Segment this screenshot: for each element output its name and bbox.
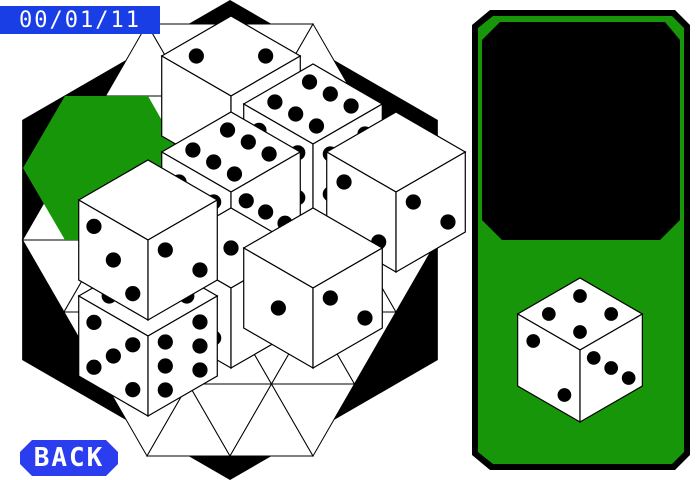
pip (557, 388, 572, 402)
board-cell[interactable] (270, 383, 356, 458)
pip (157, 358, 173, 374)
pip (308, 118, 325, 134)
next-piece-tile[interactable] (516, 277, 644, 424)
pip (604, 307, 619, 321)
pip (206, 154, 222, 170)
back-button[interactable]: BACK (20, 440, 118, 476)
pip (86, 218, 102, 234)
pip (322, 290, 338, 306)
pip (604, 361, 619, 375)
pip (586, 351, 601, 365)
pip (86, 314, 102, 330)
pip (192, 314, 208, 330)
pip (157, 334, 173, 350)
pip (322, 86, 338, 102)
pip (270, 300, 286, 316)
pip (261, 146, 277, 162)
pip (223, 240, 239, 256)
pip (343, 98, 359, 114)
tile-right[interactable] (325, 111, 467, 274)
pip (288, 106, 304, 122)
board-tiles (77, 15, 467, 418)
pip (192, 338, 208, 354)
timer-display: 00/01/11 (0, 6, 160, 34)
pip (192, 262, 208, 278)
pip (240, 134, 256, 150)
tile-left[interactable] (77, 159, 219, 322)
pip (301, 74, 318, 90)
preview-window (482, 22, 680, 240)
pip (125, 337, 141, 353)
pip (573, 289, 587, 303)
pip (440, 214, 456, 230)
pip (125, 382, 141, 398)
pip (185, 142, 201, 158)
pip (219, 122, 236, 138)
pip (226, 166, 243, 182)
pip (238, 193, 254, 209)
pip (541, 307, 556, 321)
pip (157, 382, 173, 398)
pip (526, 334, 541, 348)
pip (125, 286, 141, 302)
pip (336, 174, 352, 190)
pip (405, 194, 421, 210)
pip (105, 348, 121, 364)
pip (192, 362, 208, 378)
pip (621, 371, 636, 385)
pip (157, 242, 173, 258)
pip (267, 94, 283, 110)
pip (258, 48, 274, 64)
pip (105, 252, 121, 268)
pip (258, 204, 274, 220)
next-piece-cube[interactable] (516, 277, 644, 424)
pip (86, 359, 102, 375)
pip (573, 325, 587, 339)
tile-lower-right[interactable] (242, 207, 384, 370)
pip (188, 48, 204, 64)
pip (357, 310, 373, 326)
